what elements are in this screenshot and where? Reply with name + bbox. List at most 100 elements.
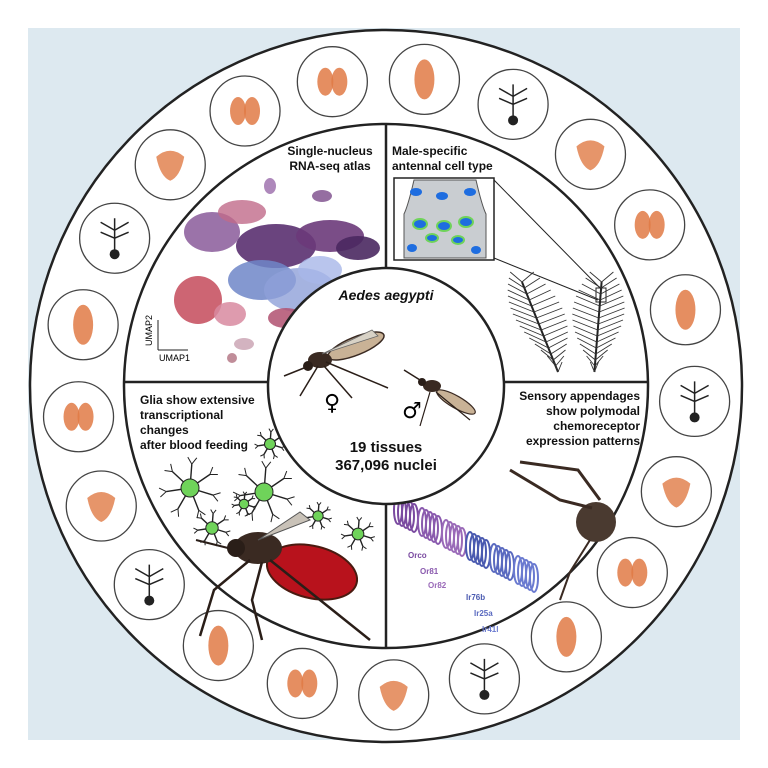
brain-icon — [296, 46, 368, 118]
glial-process — [199, 513, 202, 519]
head — [227, 539, 245, 557]
antenna-hair — [600, 283, 620, 295]
tissue-shape — [508, 115, 519, 126]
cell-nucleus — [436, 192, 448, 200]
male-specific-cell — [412, 218, 428, 230]
antenna-hair — [507, 295, 532, 307]
glial-process — [270, 428, 274, 433]
antenna-hair — [529, 337, 549, 349]
antennal-title-line2: antennal cell type — [392, 159, 493, 173]
receptor-label-ir41l: Ir41l — [482, 625, 498, 634]
glial-process — [209, 466, 214, 475]
glial-cell — [303, 501, 332, 530]
antenna-hair — [552, 349, 566, 361]
tissue-shape — [244, 97, 261, 126]
umap-cluster — [234, 338, 254, 350]
testis-icon — [42, 381, 115, 453]
glial-process — [356, 516, 360, 522]
tissue-count: 19 tissues — [350, 439, 423, 456]
antenna-head-icon — [658, 365, 731, 438]
umap-cluster — [227, 353, 237, 363]
wing — [321, 329, 379, 355]
glial-process — [265, 461, 272, 469]
glial-process — [274, 454, 278, 458]
glial-process — [308, 505, 311, 509]
antenna-hair — [572, 319, 598, 331]
umap-cluster — [218, 200, 266, 224]
glial-cell — [254, 428, 286, 460]
glial-process — [283, 470, 288, 479]
tissue-shape — [317, 67, 334, 96]
zoom-line — [493, 179, 603, 291]
tissue-shape — [87, 492, 116, 523]
thorax — [423, 380, 441, 392]
antenna-hair — [509, 271, 523, 283]
antenna-hair — [598, 313, 625, 325]
tissue-shape — [414, 59, 435, 100]
cell-nucleus — [464, 188, 476, 196]
sensory-title-line1: Sensory appendages — [519, 389, 640, 403]
antenna-hair — [529, 289, 551, 301]
tissue-shape — [73, 304, 94, 345]
fat-body-icon — [78, 202, 151, 274]
glia-cells — [158, 428, 375, 551]
glial-process — [362, 545, 367, 550]
glial-process — [309, 524, 313, 528]
ovary-icon — [65, 470, 137, 542]
tissue-shape — [648, 210, 665, 239]
antenna-hair — [600, 277, 617, 289]
glial-process — [170, 508, 179, 513]
tissue-shape — [675, 289, 696, 330]
antenna-hair — [596, 337, 616, 349]
receptor-helix — [429, 513, 439, 543]
tissue-shape — [331, 67, 348, 96]
leg-icon — [530, 601, 603, 673]
glial-process — [326, 506, 329, 511]
receptor-helix — [453, 525, 463, 555]
antenna-hair — [594, 355, 604, 367]
glial-process — [170, 463, 173, 472]
glial-process — [232, 491, 241, 497]
glial-soma — [180, 478, 200, 498]
antenna-hair — [507, 289, 530, 301]
tissue-shape — [556, 616, 577, 657]
head — [303, 361, 313, 371]
ventral-nerve-cord-icon — [209, 75, 281, 147]
glial-process — [164, 469, 173, 473]
glial-process — [210, 509, 214, 514]
salivary-gland-icon — [266, 647, 338, 720]
antenna-hair — [540, 349, 554, 361]
sensory-title-line3: chemoreceptor — [553, 419, 640, 433]
tissue-shape — [208, 625, 229, 666]
antenna-hair — [576, 337, 597, 349]
antenna-segment-inset — [393, 177, 495, 261]
antenna-hair — [589, 271, 602, 283]
antenna-hair — [548, 337, 568, 349]
antenna-hair — [599, 289, 622, 301]
umap-cluster — [298, 256, 342, 284]
glial-process — [244, 512, 253, 517]
receptor-helix — [525, 561, 535, 591]
malpighian-tubule-icon — [182, 609, 255, 682]
glial-process — [370, 536, 375, 539]
glial-process — [346, 520, 349, 526]
antenna-hair — [545, 331, 568, 343]
antenna-hair — [578, 289, 601, 301]
wing-icon — [448, 643, 521, 715]
glial-process — [254, 443, 259, 447]
antenna-hair — [515, 319, 542, 331]
glial-process — [281, 447, 285, 451]
antenna-feathered-icon — [614, 189, 686, 261]
antenna-hair — [595, 349, 608, 361]
antenna-hair — [555, 355, 565, 367]
glial-cell — [231, 491, 257, 517]
tissue-shape — [680, 381, 709, 416]
glial-process — [260, 453, 265, 457]
antenna-hair — [582, 349, 596, 361]
proboscis — [195, 539, 229, 549]
center-circle — [266, 266, 506, 506]
glial-process — [327, 518, 331, 523]
antenna-hair — [574, 331, 597, 343]
feathered-antennae — [507, 271, 625, 373]
antenna-hair — [538, 313, 565, 325]
